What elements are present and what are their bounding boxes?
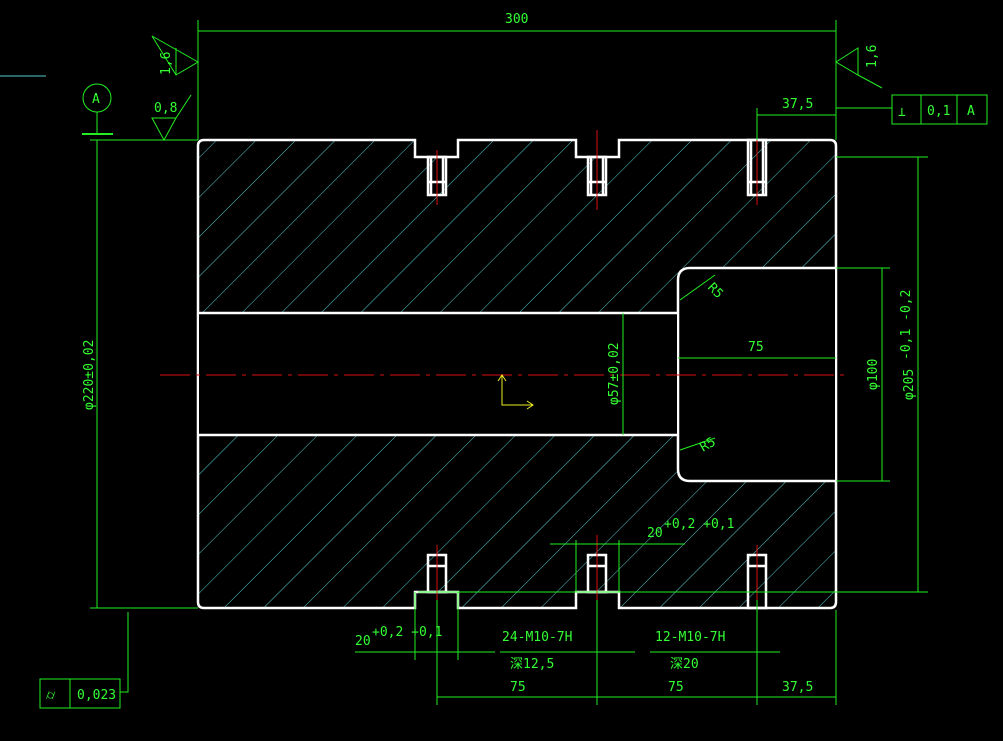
roughness-left-top: 1,6 xyxy=(159,52,174,75)
dim-bore-diameter: φ57±0,02 xyxy=(607,342,622,405)
dim-bottom-spacing-2: 75 xyxy=(668,680,684,695)
perpendicularity-icon: ⊥ xyxy=(898,105,906,120)
dim-counterbore-diameter: φ100 xyxy=(866,359,881,390)
dim-notch-width-left-tol: +0,2 +0,1 xyxy=(372,625,442,640)
dim-counterbore-depth: 75 xyxy=(748,340,764,355)
thread-right-spec: 12-M10-7H xyxy=(655,630,725,645)
thread-left-depth: 深12,5 xyxy=(510,657,554,672)
thread-right-depth: 深20 xyxy=(670,657,699,672)
perpendicularity-datum: A xyxy=(967,104,975,119)
dim-notch-width-mid: 20 xyxy=(647,526,663,541)
threaded-holes xyxy=(426,115,768,620)
dimension-lines xyxy=(90,20,928,705)
dim-bottom-offset: 37,5 xyxy=(782,680,813,695)
dim-pitch-diameter: φ205 xyxy=(902,369,917,400)
bore-outline xyxy=(198,311,678,437)
part-outline xyxy=(196,138,838,610)
dim-notch-width-mid-tol: +0,2 +0,1 xyxy=(664,517,734,532)
roughness-right-top: 1,6 xyxy=(865,45,880,68)
datum-label: A xyxy=(92,92,100,107)
perpendicularity-value: 0,1 xyxy=(927,104,950,119)
cylindricity-icon: ⌭ xyxy=(46,688,56,703)
bore xyxy=(199,314,677,434)
ucs-icon xyxy=(497,374,534,410)
dim-outer-diameter: φ220±0,02 xyxy=(82,340,97,410)
cylindricity-frame: ⌭ 0,023 xyxy=(39,678,121,709)
roughness-left-face: 0,8 xyxy=(154,101,177,116)
dim-radius-bottom: R5 xyxy=(698,435,719,456)
dim-top-offset: 37,5 xyxy=(782,97,813,112)
dim-bottom-spacing-1: 75 xyxy=(510,680,526,695)
roughness-symbols xyxy=(151,35,883,142)
datum-symbol: A xyxy=(82,83,113,135)
dim-pitch-diameter-tol: -0,1 -0,2 xyxy=(899,290,914,360)
dim-notch-width-left: 20 xyxy=(355,634,371,649)
perpendicularity-frame: ⊥ 0,1 A xyxy=(891,94,988,125)
thread-left-spec: 24-M10-7H xyxy=(502,630,572,645)
dim-overall-length: 300 xyxy=(505,12,528,27)
cylindricity-value: 0,023 xyxy=(77,688,116,703)
